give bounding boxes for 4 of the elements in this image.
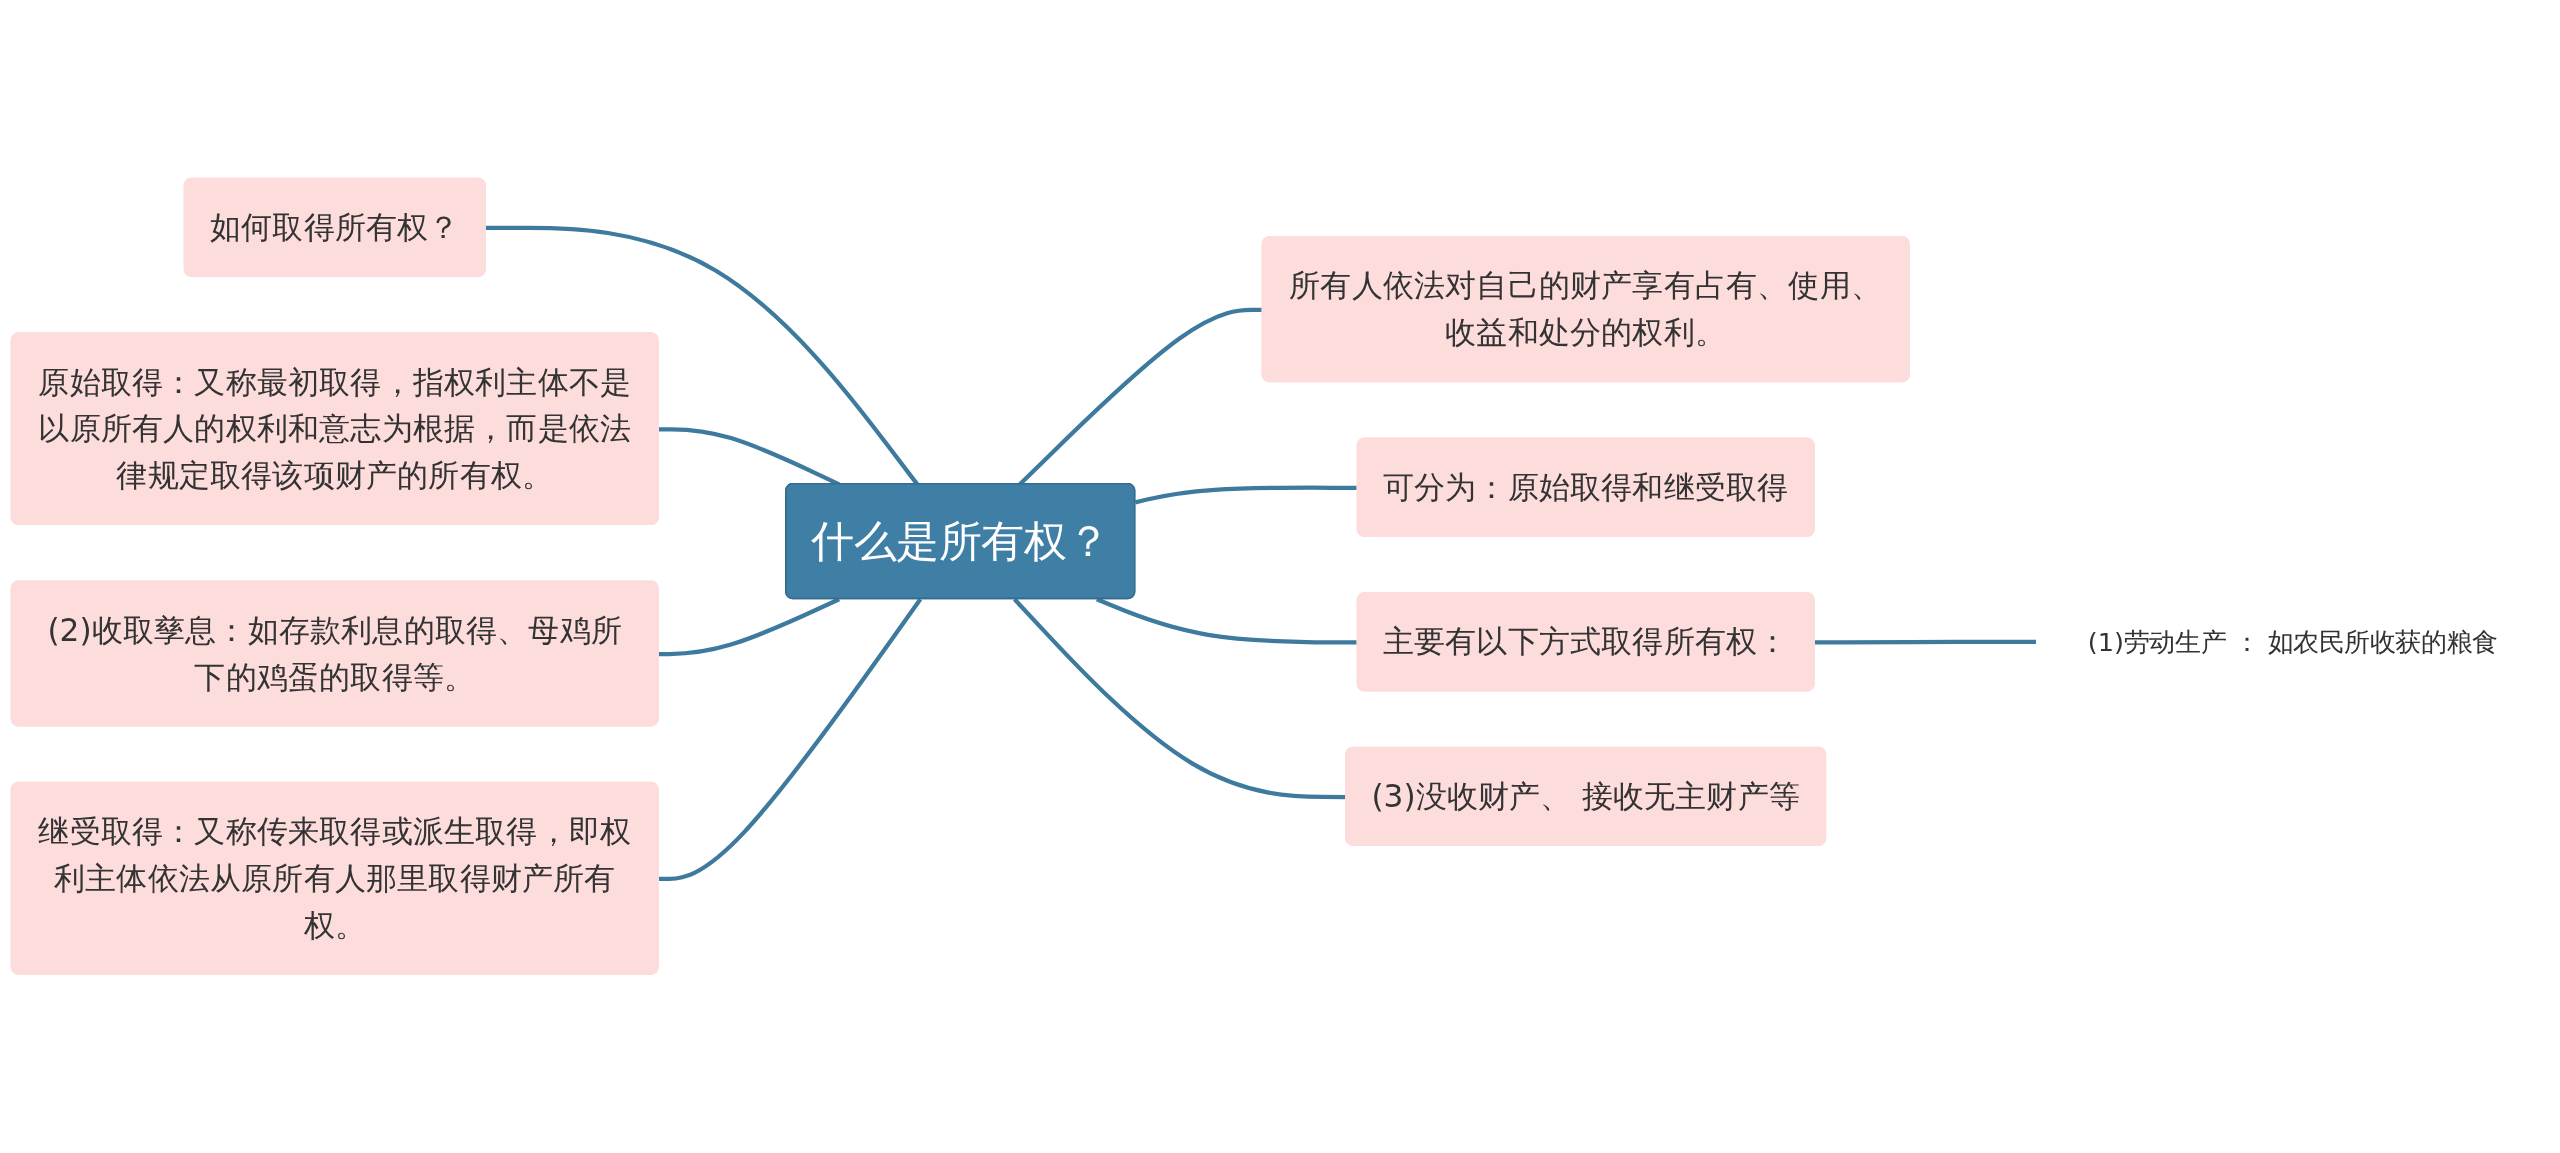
connector xyxy=(658,597,841,657)
connector xyxy=(658,598,923,882)
node-text: (1)劳动生产 ： 如农民所收获的粮食 xyxy=(2087,627,2498,657)
connector xyxy=(1814,639,2037,645)
